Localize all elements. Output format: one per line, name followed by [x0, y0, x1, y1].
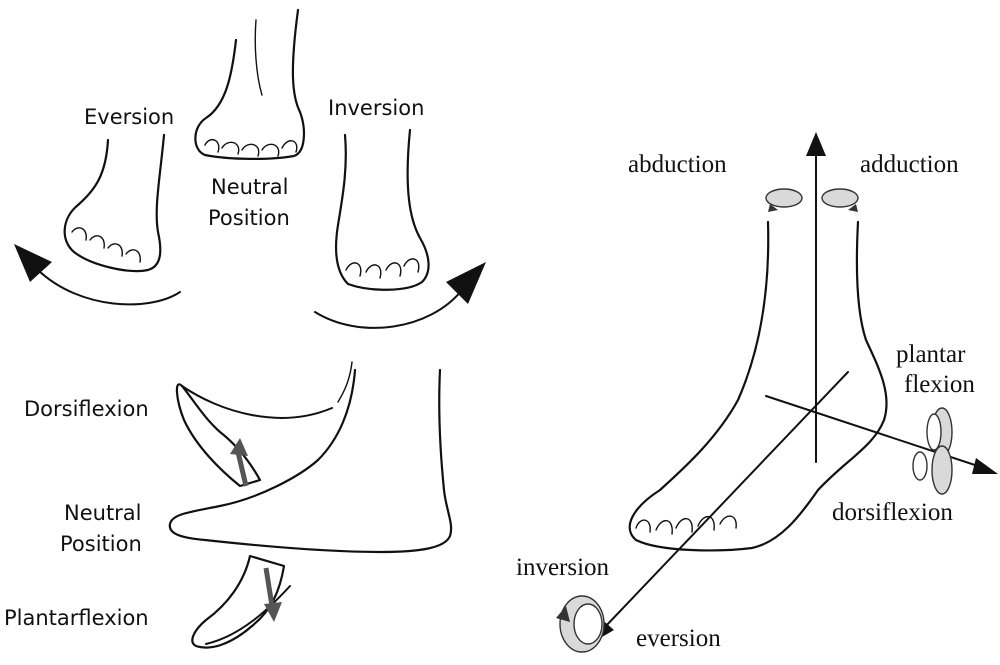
neutral-label-line2: Position: [60, 532, 142, 556]
plantar-flexion-label-line1: plantar: [896, 341, 966, 368]
inversion-arrow: [315, 290, 462, 328]
dorsiflexion-label: Dorsiflexion: [24, 397, 149, 421]
lateral-axis-arrowhead: [972, 458, 998, 474]
inversion-arrowhead: [446, 262, 486, 304]
abduction-rotation-icon: [766, 189, 802, 212]
plantar-flexion-label-line2: flexion: [904, 371, 975, 398]
everted-foot-illustration: [65, 135, 164, 271]
axes-panel: abduction adduction plantar flexion dors…: [516, 132, 998, 652]
inversion-label: inversion: [516, 554, 610, 581]
eversion-inversion-panel: Eversion Inversion Neutral Position: [14, 10, 486, 328]
dorsiflexion-label: dorsiflexion: [832, 499, 953, 526]
eversion-label: Eversion: [84, 105, 174, 129]
neutral-label-line1: Neutral: [64, 501, 142, 525]
neutral-label-line1: Neutral: [211, 175, 289, 199]
eversion-label: eversion: [636, 625, 721, 652]
flexion-panel: Dorsiflexion Neutral Position Plantarfle…: [4, 362, 451, 648]
dorsiflexion-rotation-icon: [913, 446, 952, 494]
abduction-label: abduction: [628, 151, 727, 178]
neutral-foot-illustration: [195, 10, 304, 159]
adduction-label: adduction: [860, 151, 959, 178]
plantarflexion-label: Plantarflexion: [4, 606, 149, 630]
adduction-rotation-icon: [822, 189, 858, 212]
inverted-foot-illustration: [336, 130, 428, 290]
inversion-eversion-rotation-icon: [556, 596, 604, 652]
vertical-axis-arrowhead: [806, 132, 826, 156]
eversion-arrow: [38, 270, 180, 304]
neutral-label-line2: Position: [208, 206, 290, 230]
side-foot-illustration: [170, 362, 451, 648]
inversion-label: Inversion: [328, 96, 424, 120]
